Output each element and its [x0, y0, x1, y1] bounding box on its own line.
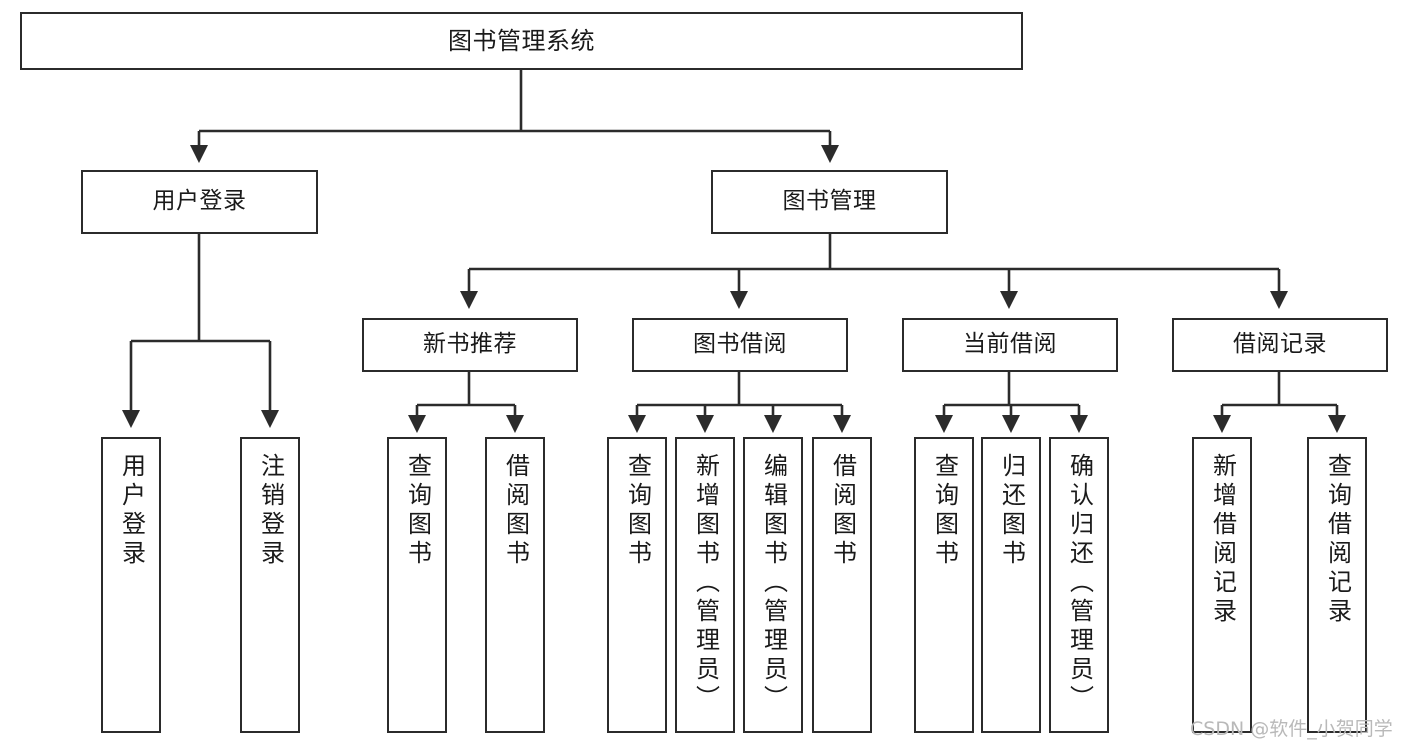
leaf-borrow-book-newbook[interactable]: 借阅图书	[485, 437, 545, 733]
leaf-logout[interactable]: 注销登录	[240, 437, 300, 733]
leaf-query-book-newbook[interactable]: 查询图书	[387, 437, 447, 733]
leaf-borrow-book-label: 借阅图书	[828, 453, 857, 569]
node-root-label: 图书管理系统	[448, 26, 595, 55]
leaf-query-borrow-record-label: 查询借阅记录	[1323, 453, 1352, 627]
node-new-book-recommend[interactable]: 新书推荐	[362, 318, 578, 372]
leaf-query-book-newbook-label: 查询图书	[403, 453, 432, 569]
node-current-borrow[interactable]: 当前借阅	[902, 318, 1118, 372]
leaf-edit-book-admin[interactable]: 编辑图书（管理员）	[743, 437, 803, 733]
node-borrow-records[interactable]: 借阅记录	[1172, 318, 1388, 372]
node-current-borrow-label: 当前借阅	[963, 331, 1057, 358]
node-user-login-label: 用户登录	[152, 188, 247, 215]
leaf-query-book-current-label: 查询图书	[930, 453, 959, 569]
leaf-add-borrow-record[interactable]: 新增借阅记录	[1192, 437, 1252, 733]
leaf-query-book-current[interactable]: 查询图书	[914, 437, 974, 733]
leaf-return-book-label: 归还图书	[997, 453, 1026, 569]
leaf-borrow-book-newbook-label: 借阅图书	[501, 453, 530, 569]
node-new-book-recommend-label: 新书推荐	[423, 331, 517, 358]
leaf-user-login-label: 用户登录	[117, 453, 146, 569]
leaf-query-book-borrow[interactable]: 查询图书	[607, 437, 667, 733]
leaf-add-book-admin[interactable]: 新增图书（管理员）	[675, 437, 735, 733]
node-borrow-records-label: 借阅记录	[1233, 331, 1327, 358]
csdn-watermark: CSDN @软件_小贺同学	[1190, 718, 1393, 740]
leaf-borrow-book[interactable]: 借阅图书	[812, 437, 872, 733]
leaf-user-login[interactable]: 用户登录	[101, 437, 161, 733]
leaf-query-book-borrow-label: 查询图书	[623, 453, 652, 569]
node-book-borrow[interactable]: 图书借阅	[632, 318, 848, 372]
node-root[interactable]: 图书管理系统	[20, 12, 1023, 70]
leaf-confirm-return-admin-label: 确认归还（管理员）	[1065, 453, 1094, 714]
leaf-return-book[interactable]: 归还图书	[981, 437, 1041, 733]
leaf-confirm-return-admin[interactable]: 确认归还（管理员）	[1049, 437, 1109, 733]
node-book-management[interactable]: 图书管理	[711, 170, 948, 234]
leaf-add-borrow-record-label: 新增借阅记录	[1208, 453, 1237, 627]
node-book-management-label: 图书管理	[782, 188, 877, 215]
node-book-borrow-label: 图书借阅	[693, 331, 787, 358]
leaf-logout-label: 注销登录	[256, 453, 285, 569]
node-user-login[interactable]: 用户登录	[81, 170, 318, 234]
leaf-query-borrow-record[interactable]: 查询借阅记录	[1307, 437, 1367, 733]
leaf-edit-book-admin-label: 编辑图书（管理员）	[759, 453, 788, 714]
leaf-add-book-admin-label: 新增图书（管理员）	[691, 453, 720, 714]
